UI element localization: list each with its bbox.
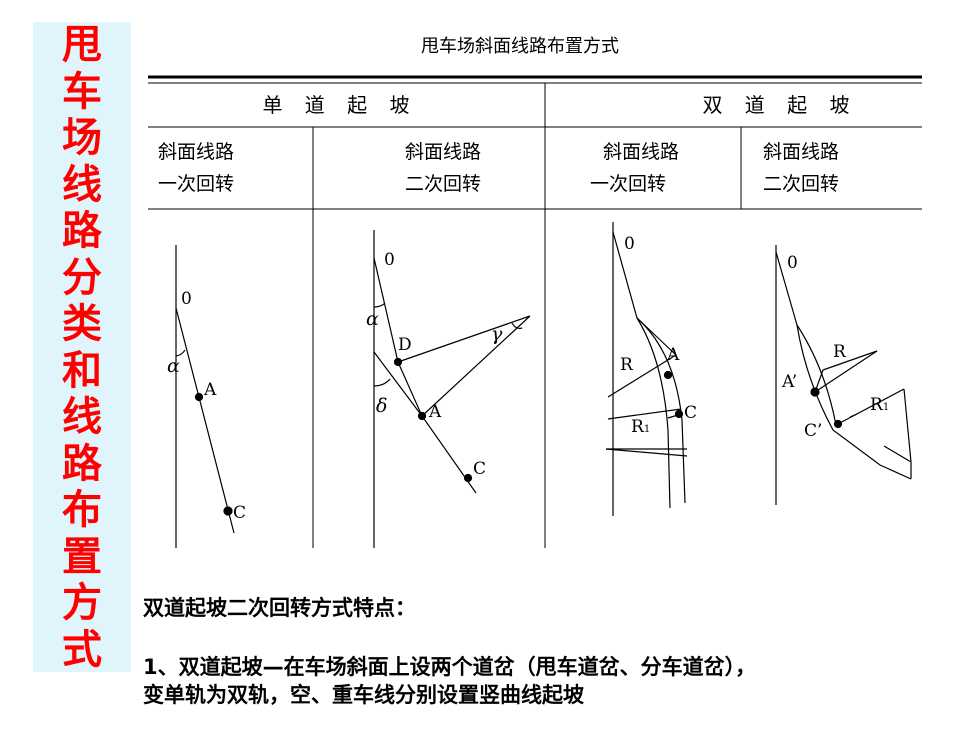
fig1-label-c: C bbox=[233, 503, 246, 523]
figure-1 bbox=[175, 245, 235, 548]
fig2-label-a: A bbox=[428, 402, 442, 422]
fig3-label-o: 0 bbox=[624, 234, 635, 254]
fig3-label-a: A bbox=[666, 345, 680, 365]
feature-line-2: 变单轨为双轨，空、重车线分别设置竖曲线起坡 bbox=[143, 683, 584, 707]
point-a-1 bbox=[194, 392, 204, 402]
side-title-char: 甩 bbox=[62, 21, 102, 68]
col2-header-line2: 二次回转 bbox=[405, 173, 481, 195]
col3-header-line2: 一次回转 bbox=[590, 173, 666, 195]
fig2-label-delta: δ bbox=[376, 395, 387, 417]
fig1-label-a: A bbox=[203, 380, 217, 400]
point-c-4 bbox=[833, 419, 843, 429]
point-a-2 bbox=[417, 411, 427, 421]
side-title-char: 线 bbox=[62, 160, 102, 208]
fig1-label-alpha: α bbox=[167, 355, 180, 377]
col1-header-line1: 斜面线路 bbox=[158, 141, 234, 163]
header-single-track: 单 道 起 坡 bbox=[262, 93, 417, 117]
col2-header-line1: 斜面线路 bbox=[405, 141, 481, 163]
fig3-label-r1: R1 bbox=[631, 417, 650, 437]
header-double-track: 双 道 起 坡 bbox=[702, 93, 857, 117]
fig3-label-c: C bbox=[684, 403, 697, 423]
col4-header-line2: 二次回转 bbox=[763, 173, 839, 195]
fig3-label-r: R bbox=[620, 355, 634, 375]
fig4-label-a: A’ bbox=[781, 372, 797, 392]
figure-3 bbox=[605, 222, 688, 516]
fig4-label-c: C’ bbox=[804, 421, 822, 441]
side-title: 甩车场线路分类和线路布置方式 bbox=[33, 21, 131, 673]
fig4-label-r: R bbox=[833, 342, 847, 362]
figure-4 bbox=[775, 245, 912, 505]
fig4-label-o: 0 bbox=[787, 253, 798, 273]
fig2-label-gamma: γ bbox=[491, 323, 503, 345]
side-title-char: 车 bbox=[62, 67, 102, 115]
side-title-char: 路 bbox=[62, 439, 102, 487]
side-title-char: 式 bbox=[62, 625, 102, 673]
col3-header-line1: 斜面线路 bbox=[603, 141, 679, 163]
col4-header-line1: 斜面线路 bbox=[763, 141, 839, 163]
fig2-label-c: C bbox=[473, 459, 486, 479]
point-a-3 bbox=[663, 370, 673, 380]
fig2-label-alpha: α bbox=[366, 308, 379, 330]
side-title-char: 路 bbox=[62, 207, 102, 254]
feature-line-1: 1、双道起坡—在车场斜面上设两个道岔（甩车道岔、分车道岔）， bbox=[143, 655, 757, 679]
table-caption: 甩车场斜面线路布置方式 bbox=[421, 36, 619, 57]
side-title-char: 分 bbox=[62, 253, 102, 301]
side-title-char: 类 bbox=[62, 300, 102, 347]
point-a-4 bbox=[810, 387, 820, 397]
fig1-label-o: 0 bbox=[181, 289, 192, 309]
figure-2 bbox=[373, 230, 531, 548]
fig2-label-d: D bbox=[398, 335, 412, 355]
side-title-char: 置 bbox=[62, 532, 102, 580]
side-title-char: 场 bbox=[62, 114, 102, 161]
fig2-label-o: 0 bbox=[384, 250, 395, 270]
feature-subheading: 双道起坡二次回转方式特点： bbox=[143, 596, 416, 620]
side-title-char: 布 bbox=[62, 486, 102, 533]
fig4-label-r1: R1 bbox=[870, 395, 889, 415]
point-d-2 bbox=[393, 357, 403, 367]
side-title-char: 线 bbox=[62, 393, 102, 440]
point-c-3 bbox=[674, 409, 684, 419]
side-title-char: 和 bbox=[62, 346, 102, 394]
point-c-2 bbox=[463, 473, 473, 483]
col1-header-line2: 一次回转 bbox=[158, 173, 234, 195]
table-grid bbox=[148, 75, 922, 548]
point-c-1 bbox=[223, 506, 233, 516]
side-title-char: 方 bbox=[62, 579, 102, 626]
